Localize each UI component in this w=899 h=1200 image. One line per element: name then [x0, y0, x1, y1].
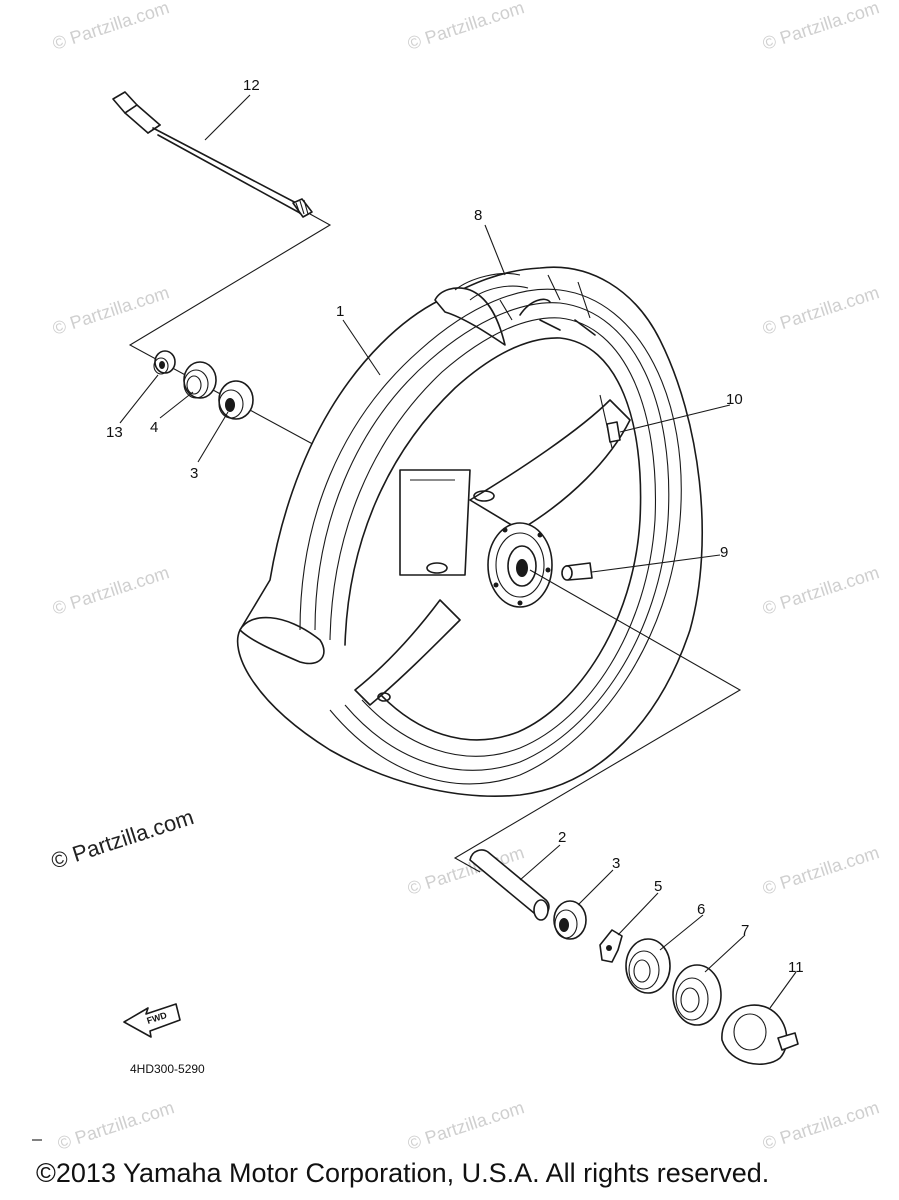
watermark-text: © Partzilla.com [50, 562, 172, 619]
part-11-speedometer-gear-unit [721, 1004, 799, 1066]
callout-leaders [119, 94, 797, 1009]
callout-7: 7 [741, 922, 749, 939]
part-4-bearing [183, 361, 217, 399]
part-12-front-axle [112, 91, 313, 218]
part-2-axle-collar [469, 849, 550, 921]
callout-3-right: 3 [612, 855, 620, 872]
part-6-oil-seal [625, 938, 671, 994]
watermark-text: © Partzilla.com [50, 282, 172, 339]
callout-13: 13 [106, 424, 123, 441]
part-10-balance-weight [606, 421, 621, 443]
callout-9: 9 [720, 544, 728, 561]
part-13-collar [153, 350, 176, 375]
watermark-text: © Partzilla.com [50, 0, 172, 54]
part-9-tire-valve [561, 562, 593, 581]
watermark-text: © Partzilla.com [760, 842, 882, 899]
callout-1: 1 [336, 303, 344, 320]
watermark-text: © Partzilla.com [405, 1097, 527, 1154]
callout-10: 10 [726, 391, 743, 408]
callout-4: 4 [150, 419, 158, 436]
part-7-bearing [672, 964, 722, 1026]
callout-12: 12 [243, 77, 260, 94]
watermark-text: © Partzilla.com [760, 562, 882, 619]
wheel-spokes-hub [354, 394, 631, 706]
assembly-line-right [453, 569, 742, 873]
copyright-notice: ©2013 Yamaha Motor Corporation, U.S.A. A… [36, 1158, 770, 1188]
watermark-text: © Partzilla.com [760, 282, 882, 339]
callout-8: 8 [474, 207, 482, 224]
callout-numbers: 12 8 1 10 9 13 4 3 2 3 5 6 7 11 [106, 77, 804, 976]
callout-3-left: 3 [190, 465, 198, 482]
callout-11: 11 [788, 959, 804, 976]
part-1-wheel [236, 266, 704, 797]
watermark-text: © Partzilla.com [760, 1097, 882, 1154]
part-5-retainer [599, 929, 623, 963]
part-3-spacer-left [218, 380, 254, 420]
callout-2: 2 [558, 829, 566, 846]
callout-6: 6 [697, 901, 705, 918]
watermark-text: © Partzilla.com [405, 0, 527, 54]
watermark-text: © Partzilla.com [760, 0, 882, 54]
part-3-spacer-right [553, 900, 587, 940]
diagram-code: 4HD300-5290 [130, 1062, 205, 1076]
fwd-direction-arrow: FWD [123, 1003, 181, 1038]
watermark-text: © Partzilla.com [55, 1097, 177, 1154]
callout-5: 5 [654, 878, 662, 895]
